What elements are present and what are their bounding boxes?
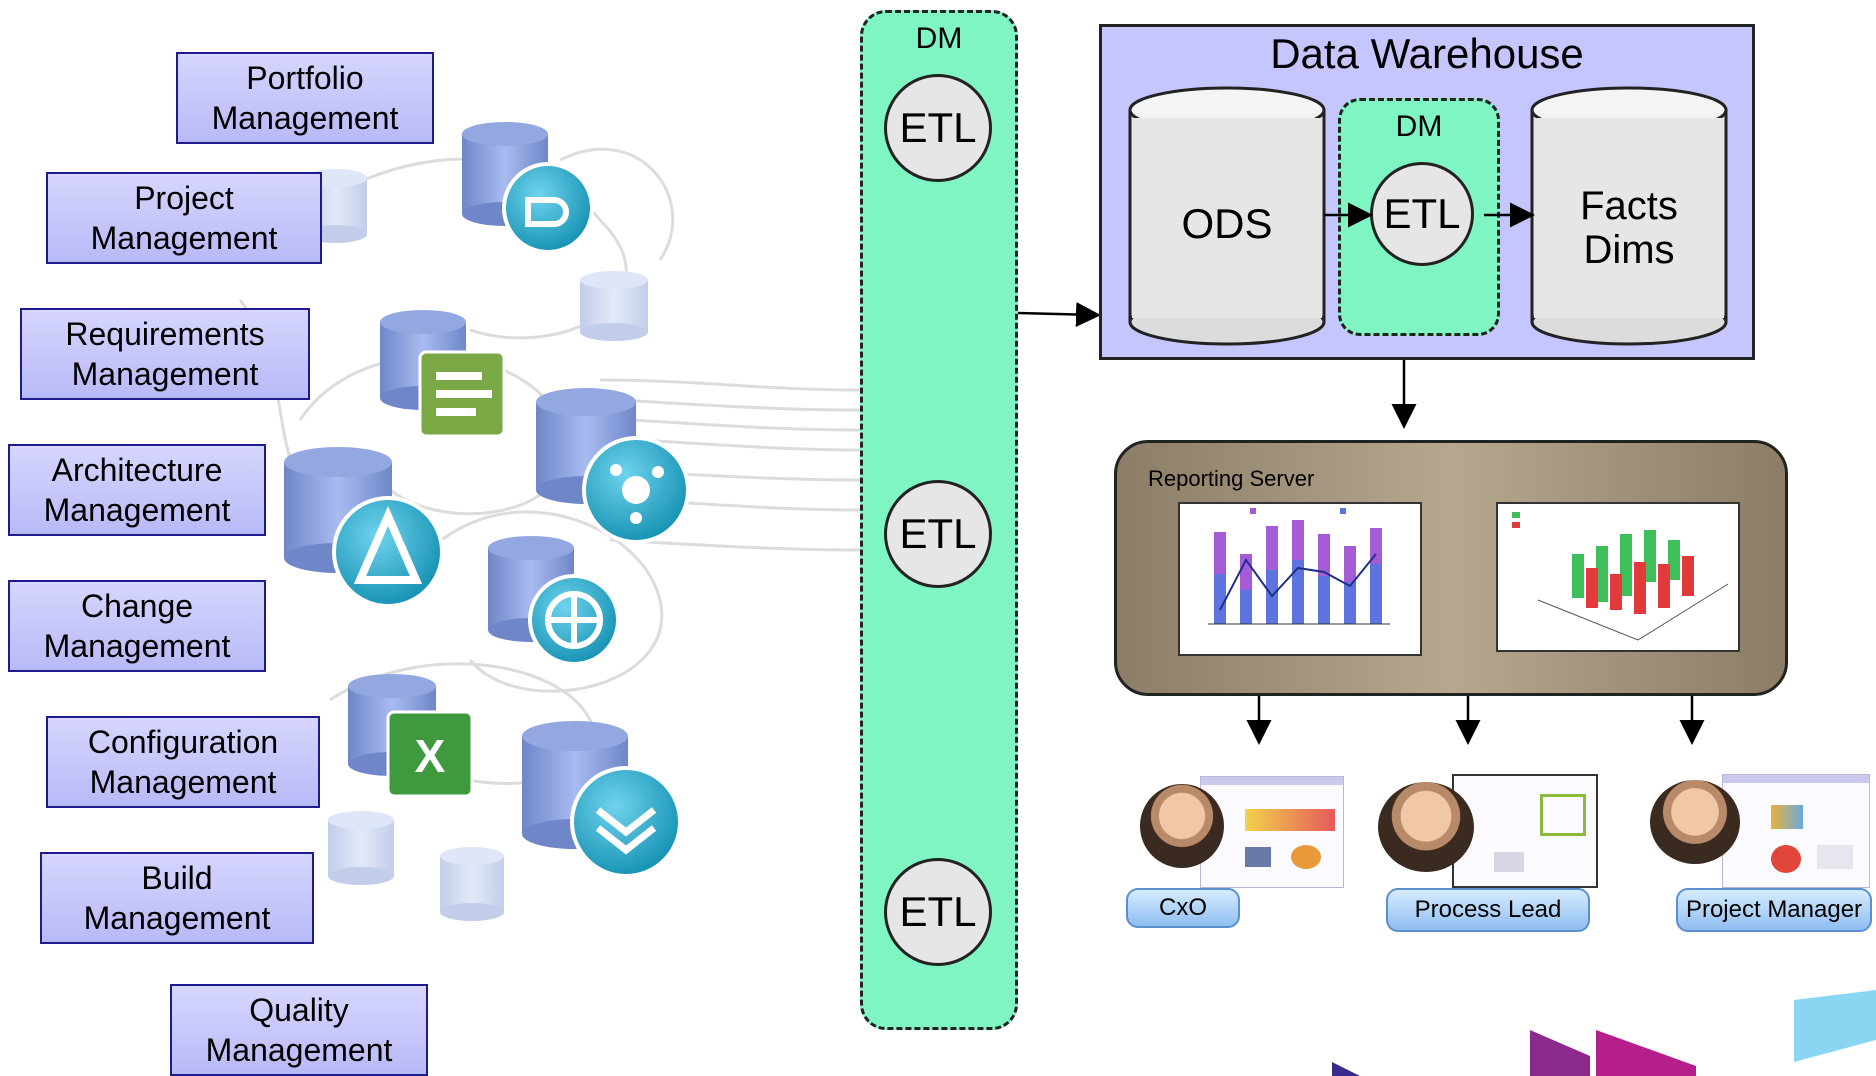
portfolio-tool-icon	[502, 162, 594, 254]
tool-box-label: Architecture Management	[43, 452, 231, 528]
3d-bar-chart-thumbnail-graphic	[1512, 512, 1729, 641]
dm-inner-label: DM	[1395, 110, 1443, 143]
tool-box-label: Build Management	[83, 860, 271, 936]
spreadsheet-icon	[386, 710, 474, 798]
etl-node-middle: ETL	[884, 480, 992, 588]
tool-box-change-management: Change Management	[8, 580, 266, 672]
project-manager-avatar	[1650, 780, 1740, 864]
tool-box-label: Requirements Management	[65, 316, 265, 392]
data-warehouse-title: Data Warehouse	[1270, 30, 1584, 77]
build-tool-icon	[570, 766, 682, 878]
dims-label: Dims	[1583, 228, 1675, 272]
tool-box-label: Change Management	[43, 588, 231, 664]
tool-box-requirements-management: Requirements Management	[20, 308, 310, 400]
dm-lane-label: DM	[915, 22, 963, 55]
etl-node-top: ETL	[884, 74, 992, 182]
tool-box-label: Project Management	[90, 180, 278, 256]
tool-box-label: Quality Management	[205, 992, 393, 1068]
etl-node-bottom: ETL	[884, 858, 992, 966]
role-button-cxo[interactable]: CxO	[1126, 888, 1240, 928]
cxo-dashboard-screen	[1200, 776, 1344, 888]
role-button-process-lead[interactable]: Process Lead	[1386, 888, 1590, 932]
facts-label: Facts	[1580, 184, 1678, 228]
cxo-avatar	[1140, 784, 1224, 868]
tool-box-configuration-management: Configuration Management	[46, 716, 320, 808]
tool-databases: X	[284, 122, 690, 878]
tool-box-label: Configuration Management	[87, 724, 279, 800]
3d-bar-chart-thumbnail	[1496, 502, 1740, 652]
tool-box-build-management: Build Management	[40, 852, 314, 944]
process-lead-dashboard-screen	[1452, 774, 1598, 888]
tool-box-quality-management: Quality Management	[170, 984, 428, 1076]
process-lead-avatar	[1378, 782, 1474, 872]
etl-node-warehouse: ETL	[1370, 162, 1474, 266]
bar-chart-thumbnail	[1178, 502, 1422, 656]
ods-label: ODS	[1181, 200, 1273, 247]
reporting-server-title: Reporting Server	[1148, 466, 1315, 491]
brand-corner-shapes	[1332, 990, 1876, 1076]
facts-dims-label: Facts Dims	[1532, 184, 1726, 272]
project-manager-dashboard-screen	[1722, 774, 1870, 888]
tool-box-architecture-management: Architecture Management	[8, 444, 266, 536]
role-button-project-manager[interactable]: Project Manager	[1676, 888, 1872, 932]
tool-box-project-management: Project Management	[46, 172, 322, 264]
svg-text:X: X	[415, 730, 446, 782]
tool-box-label: Portfolio Management	[211, 60, 399, 136]
bar-chart-thumbnail-graphic	[1208, 508, 1390, 625]
tool-box-portfolio-management: Portfolio Management	[176, 52, 434, 144]
